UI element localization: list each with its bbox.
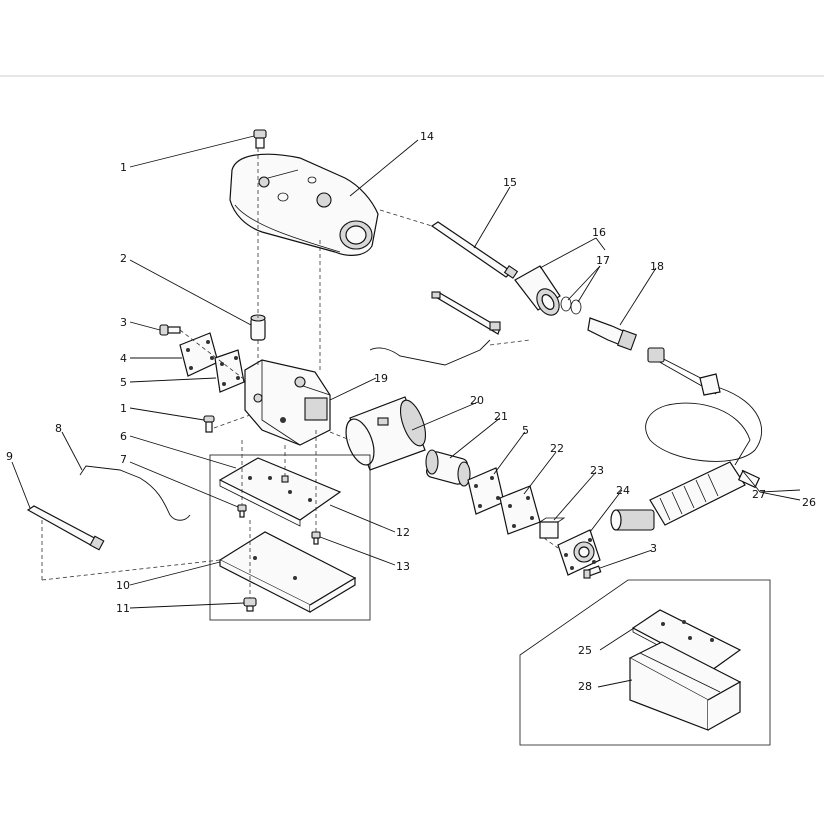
lever-assembly	[431, 291, 501, 335]
inset-frame	[519, 579, 771, 746]
callout-27: 27	[752, 488, 766, 501]
screw-part-3b	[583, 565, 602, 579]
screw-part-1b	[203, 415, 215, 433]
callout-10: 10	[116, 579, 130, 592]
callout-9: 9	[6, 450, 13, 463]
plate-part-4	[179, 332, 219, 377]
callout-24: 24	[616, 484, 630, 497]
screw-part-1	[253, 129, 267, 149]
pad-part-10	[218, 531, 357, 613]
end-cap-part-24	[557, 529, 601, 576]
callout-17: 17	[596, 254, 610, 267]
o-rings-part-17	[560, 296, 582, 315]
block-part-28	[628, 641, 742, 731]
fitting-part-18	[587, 317, 638, 351]
gasket-part-5a	[214, 349, 245, 393]
coupler-part-26	[610, 461, 746, 531]
pad-assembly-frame	[209, 454, 371, 621]
clip-part-8	[79, 465, 191, 521]
callout-28: 28	[578, 680, 592, 693]
callout-15: 15	[503, 176, 517, 189]
callout-7: 7	[120, 453, 127, 466]
screw-part-13	[311, 531, 321, 545]
shaft-part-15	[430, 221, 519, 279]
callout-3: 3	[120, 316, 127, 329]
spring-part-19	[369, 339, 491, 366]
hose-part-26	[645, 347, 763, 466]
callout-22: 22	[550, 442, 564, 455]
callout-5: 5	[120, 376, 127, 389]
screw-part-7	[237, 504, 247, 518]
block-part-23	[539, 517, 566, 539]
callout-12: 12	[396, 526, 410, 539]
plate-part-22	[499, 485, 541, 535]
base-plate-part-12	[218, 457, 342, 527]
callout-13: 13	[396, 560, 410, 573]
gasket-part-5b	[467, 467, 505, 515]
callout-5-right: 5	[522, 424, 529, 437]
clamp-bar-part-9	[26, 505, 105, 551]
cylinder-part-20	[345, 396, 427, 471]
callout-14: 14	[420, 130, 434, 143]
motor-block	[244, 359, 331, 446]
screw-part-11	[243, 597, 257, 612]
callout-4: 4	[120, 352, 127, 365]
screw-part-3a	[159, 324, 181, 336]
callout-8: 8	[55, 422, 62, 435]
valve-part-16	[514, 265, 561, 316]
rotor-part-21	[425, 449, 471, 487]
callout-19: 19	[374, 372, 388, 385]
housing-part-14	[229, 153, 379, 256]
callout-16: 16	[592, 226, 606, 239]
post-part-2	[250, 314, 266, 341]
callout-21: 21	[494, 410, 508, 423]
callout-1-lower: 1	[120, 402, 127, 415]
callout-25: 25	[578, 644, 592, 657]
callout-23: 23	[590, 464, 604, 477]
callout-26: 26	[802, 496, 816, 509]
assembly-guide-lines	[41, 148, 559, 598]
callout-1: 1	[120, 161, 127, 174]
callout-18: 18	[650, 260, 664, 273]
callout-11: 11	[116, 602, 130, 615]
callout-6: 6	[120, 430, 127, 443]
callout-20: 20	[470, 394, 484, 407]
leader-lines	[11, 135, 801, 688]
callout-2: 2	[120, 252, 127, 265]
callout-3-right: 3	[650, 542, 657, 555]
